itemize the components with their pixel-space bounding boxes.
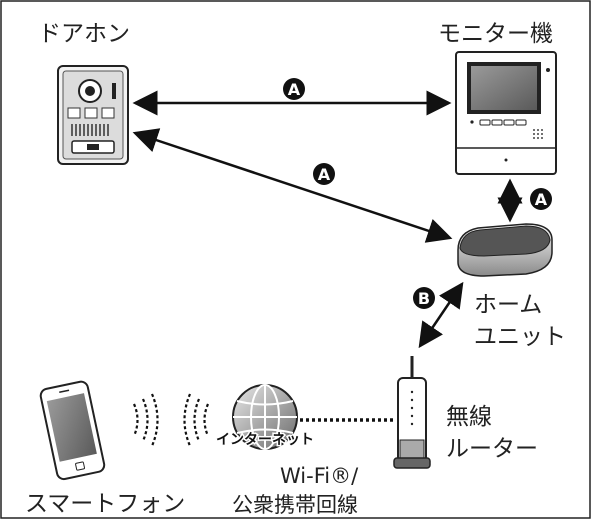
svg-text:B: B	[418, 289, 430, 308]
router-label-line2: ルーター	[446, 436, 538, 462]
svg-text:A: A	[535, 190, 548, 209]
svg-text:A: A	[288, 80, 301, 99]
svg-text:A: A	[318, 165, 331, 184]
doorphone-label: ドアホン	[38, 21, 130, 47]
internet-label: インターネット	[216, 432, 314, 448]
mobile-network-label: 公衆携帯回線	[232, 493, 358, 517]
badge-b: B	[413, 287, 435, 309]
smartphone-label: スマートフォン	[25, 491, 185, 517]
home-unit-label-line1: ホーム	[474, 292, 542, 318]
monitor-label: モニター機	[438, 21, 553, 47]
wifi-label: Wi-Fi®/	[280, 464, 359, 488]
smartphone-device-icon	[39, 380, 106, 481]
internet-globe-icon	[232, 384, 298, 450]
home-unit-device-icon	[457, 223, 553, 277]
doorphone-device-icon	[57, 65, 129, 165]
doorphone-homeunit-link	[132, 128, 453, 243]
home-unit-label-line2: ユニット	[474, 324, 566, 350]
wireless-signal-icon	[132, 393, 210, 447]
monitor-device-icon	[455, 51, 557, 175]
badge-a-top: A	[283, 78, 305, 100]
badge-a-middle: A	[313, 163, 335, 185]
router-device-icon	[393, 356, 431, 469]
badge-a-right: A	[530, 188, 552, 210]
router-label-line1: 無線	[446, 404, 492, 430]
homeunit-router-link	[418, 281, 464, 349]
